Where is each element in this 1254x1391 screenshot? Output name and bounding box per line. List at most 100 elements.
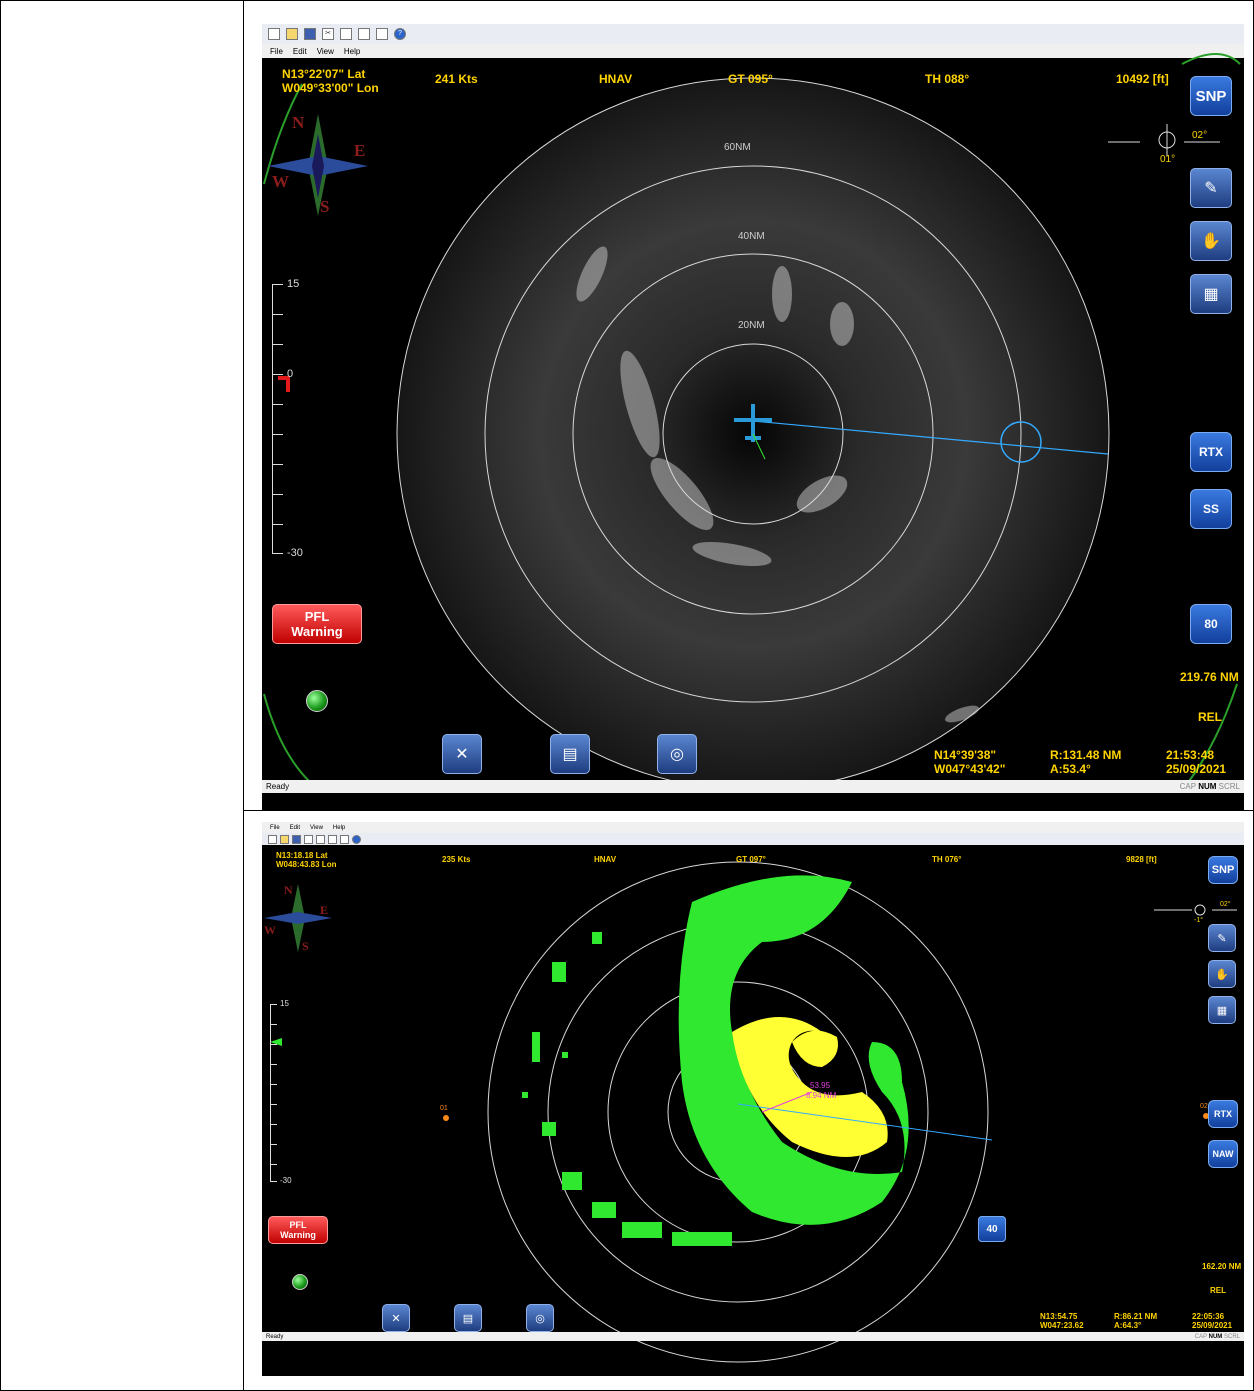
range-option-selected[interactable]: 40	[978, 1216, 1006, 1242]
pfl-warning-button[interactable]: PFL Warning	[272, 604, 362, 644]
menu-help[interactable]: Help	[332, 824, 346, 831]
menu-file[interactable]: File	[270, 824, 280, 831]
marker-02-label: 02	[1200, 1103, 1208, 1110]
column-divider	[243, 0, 244, 1391]
latitude-readout: N13°22'07" Lat	[282, 67, 366, 81]
cursor-lat-readout: N13:54.75	[1040, 1312, 1078, 1321]
tools-icon[interactable]: ✕	[442, 734, 482, 774]
mode-readout: REL	[1210, 1286, 1226, 1295]
notepad-icon[interactable]: ✎	[1190, 168, 1232, 208]
tilt-scale: 15 0 -30	[272, 278, 303, 559]
nav-mode-readout: HNAV	[594, 855, 617, 864]
range-readout: 162.20 NM	[1202, 1262, 1242, 1271]
paste-icon[interactable]	[358, 28, 370, 40]
ground-track-readout: GT 097°	[736, 855, 766, 864]
compass-e: E	[354, 141, 365, 160]
weather-echoes	[576, 246, 980, 723]
open-folder-icon[interactable]	[280, 834, 289, 844]
marker-02-icon[interactable]	[1203, 1113, 1209, 1119]
printer-icon[interactable]: ▤	[454, 1304, 482, 1332]
menu-edit[interactable]: Edit	[292, 46, 307, 56]
tools-icon[interactable]: ✕	[382, 1304, 410, 1332]
radar-display[interactable]: 53.95 8.94 NM N E W S 02° -1° 01 02	[262, 822, 1244, 1376]
compass-s: S	[320, 197, 329, 216]
status-scrl: SCRL	[1218, 782, 1240, 791]
compass-n: N	[284, 883, 293, 897]
radar-target-icon[interactable]: ◎	[526, 1304, 554, 1332]
status-caps: CAP	[1179, 782, 1196, 791]
cursor-line	[752, 420, 1109, 455]
range-button[interactable]: 80	[1190, 604, 1232, 644]
naw-button[interactable]: NAW	[1208, 1140, 1238, 1168]
ss-button[interactable]: SS	[1190, 489, 1232, 529]
ring-label-60: 60NM	[724, 142, 751, 153]
new-file-icon[interactable]	[268, 834, 277, 844]
cursor-circle[interactable]	[1000, 421, 1042, 463]
ground-track-readout: GT 095°	[728, 72, 773, 86]
menu-view[interactable]: View	[316, 46, 334, 56]
marker-01-icon[interactable]	[443, 1115, 449, 1121]
status-led-icon	[292, 1274, 308, 1290]
help-icon[interactable]	[352, 834, 361, 844]
save-icon[interactable]	[304, 28, 316, 40]
status-ready: Ready	[266, 1333, 284, 1340]
menu-edit[interactable]: Edit	[289, 824, 301, 831]
save-icon[interactable]	[292, 834, 301, 844]
copy-icon[interactable]	[316, 834, 325, 844]
menu-help[interactable]: Help	[343, 46, 361, 56]
toolbar	[262, 833, 1244, 845]
cursor-azimuth-readout: A:53.4°	[1050, 762, 1091, 776]
paste-icon[interactable]	[328, 834, 337, 844]
hand-tool-icon[interactable]: ✋	[1190, 221, 1232, 261]
open-folder-icon[interactable]	[286, 28, 298, 40]
cursor-range-readout: R:131.48 NM	[1050, 748, 1122, 762]
marker-01-label: 01	[440, 1105, 448, 1112]
attitude-right-label: 02°	[1192, 130, 1207, 141]
attitude-right-label: 02°	[1220, 900, 1231, 908]
status-bar: Ready CAP NUM SCRL	[262, 1332, 1244, 1341]
pfl-line-1: PFL	[289, 1220, 307, 1230]
notepad-icon[interactable]: ✎	[1208, 924, 1236, 952]
cursor-lat-readout: N14°39'38"	[934, 748, 997, 762]
snp-button[interactable]: SNP	[1190, 76, 1232, 116]
toolbar: ✂ ?	[262, 24, 1244, 44]
copy-icon[interactable]	[340, 28, 352, 40]
pfl-line-2: Warning	[291, 624, 343, 639]
compass-n: N	[292, 113, 305, 132]
latitude-readout: N13:18.18 Lat	[276, 851, 328, 860]
heading-line	[752, 433, 766, 460]
pfl-warning-button[interactable]: PFL Warning	[268, 1216, 328, 1244]
status-num: NUM	[1198, 782, 1217, 791]
radar-display[interactable]: 60NM 40NM 20NM N E W S	[262, 24, 1244, 810]
print-icon[interactable]	[376, 28, 388, 40]
radar-target-icon[interactable]: ◎	[657, 734, 697, 774]
rtx-button[interactable]: RTX	[1208, 1100, 1238, 1128]
printer-icon[interactable]: ▤	[550, 734, 590, 774]
rtx-button[interactable]: RTX	[1190, 432, 1232, 472]
eye-label-1: 53.95	[810, 1081, 831, 1090]
longitude-readout: W049°33'00" Lon	[282, 81, 379, 95]
attitude-below-label: -1°	[1194, 916, 1203, 924]
cut-icon[interactable]: ✂	[322, 28, 334, 40]
range-readout: 219.76 NM	[1180, 670, 1239, 684]
row-divider	[243, 810, 1254, 811]
menu-bar: File Edit View Help	[262, 822, 1244, 833]
date-readout: 25/09/2021	[1166, 762, 1227, 776]
hand-tool-icon[interactable]: ✋	[1208, 960, 1236, 988]
menu-view[interactable]: View	[310, 824, 323, 831]
tilt-scale: 15 -30	[270, 999, 292, 1185]
attitude-indicator-icon	[1154, 904, 1237, 916]
snp-button[interactable]: SNP	[1208, 856, 1238, 884]
compass-s: S	[302, 939, 309, 953]
new-file-icon[interactable]	[268, 28, 280, 40]
layers-icon[interactable]: ▦	[1208, 996, 1236, 1024]
attitude-below-label: 01°	[1160, 154, 1175, 165]
help-icon[interactable]: ?	[394, 28, 406, 40]
menu-file[interactable]: File	[270, 46, 283, 56]
cut-icon[interactable]	[304, 834, 313, 844]
layers-icon[interactable]: ▦	[1190, 274, 1232, 314]
compass-w: W	[272, 172, 289, 191]
cursor-range-readout: R:86.21 NM	[1114, 1312, 1158, 1321]
status-caps: CAP	[1194, 1333, 1207, 1340]
print-icon[interactable]	[340, 834, 349, 844]
